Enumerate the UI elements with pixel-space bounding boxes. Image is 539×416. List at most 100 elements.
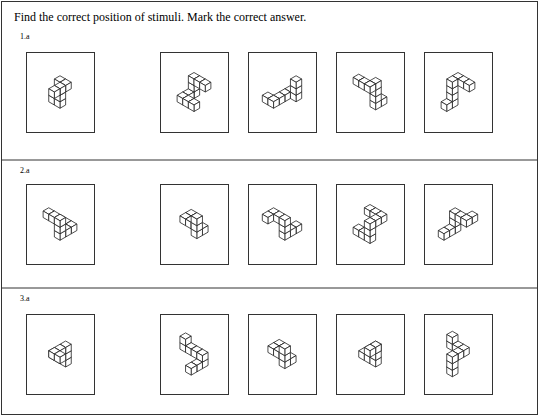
cube-face	[376, 218, 382, 228]
cube-face	[191, 216, 197, 226]
cube-face	[177, 95, 183, 105]
option-frame	[425, 315, 493, 395]
cube-face	[364, 348, 370, 358]
cube-face	[202, 226, 208, 236]
cube-figure	[43, 208, 77, 241]
cube-face	[49, 214, 55, 224]
cube-face	[464, 82, 470, 92]
cube-face	[183, 99, 189, 109]
cube-figures	[27, 53, 493, 395]
cube-figure	[262, 208, 301, 241]
cube-face	[60, 218, 66, 228]
cube-face	[191, 349, 197, 359]
option-frame	[249, 53, 317, 133]
option-frame	[249, 185, 317, 265]
cube-face	[359, 81, 365, 91]
option-frame	[337, 315, 405, 395]
cube-figure	[49, 76, 72, 109]
cube-face	[191, 365, 197, 375]
cube-figure	[180, 333, 208, 375]
cube-face	[447, 335, 453, 345]
cube-face	[370, 221, 376, 231]
cube-figure	[441, 73, 475, 112]
cube-face	[194, 102, 200, 112]
cube-face	[274, 99, 280, 109]
cube-face	[472, 214, 478, 224]
option-frame	[249, 315, 317, 395]
cube-face	[359, 351, 365, 361]
cube-face	[376, 81, 382, 91]
cube-figure	[353, 205, 387, 244]
cube-face	[197, 216, 203, 226]
cube-face	[66, 82, 72, 92]
row-divider	[2, 160, 538, 161]
cube-face	[262, 214, 268, 224]
option-frame	[161, 315, 229, 395]
cube-face	[364, 221, 370, 231]
option-frame	[161, 185, 229, 265]
cube-face	[353, 227, 359, 237]
cube-face	[60, 86, 66, 96]
cube-face	[268, 214, 274, 224]
cube-face	[466, 218, 472, 228]
cube-face	[194, 79, 200, 89]
cube-face	[450, 227, 456, 237]
option-frame	[337, 53, 405, 133]
cube-face	[279, 218, 285, 228]
cube-face	[469, 82, 475, 92]
cube-face	[452, 79, 458, 89]
cube-face	[200, 82, 206, 92]
cube-face	[450, 211, 456, 221]
stimulus-frame	[27, 53, 95, 133]
cube-face	[186, 365, 192, 375]
cube-figure	[447, 331, 470, 377]
cube-face	[461, 218, 467, 228]
cube-face	[285, 92, 291, 102]
cube-face	[54, 354, 60, 364]
cube-face	[262, 95, 268, 105]
cube-face	[274, 214, 280, 224]
cube-figure	[262, 76, 301, 109]
cube-figure	[177, 73, 211, 112]
cube-face	[71, 224, 77, 234]
cube-face	[49, 89, 55, 99]
cube-face	[60, 354, 66, 364]
cube-face	[458, 351, 464, 361]
cube-face	[452, 335, 458, 345]
cube-face	[447, 102, 453, 112]
cube-face	[180, 216, 186, 226]
cube-face	[370, 84, 376, 94]
cube-figure	[359, 341, 382, 367]
cube-face	[186, 346, 192, 356]
item-number: 1.a	[20, 32, 30, 41]
cube-face	[66, 227, 72, 237]
cube-face	[455, 214, 461, 224]
cube-face	[296, 224, 302, 234]
cube-face	[290, 356, 296, 366]
cube-face	[381, 214, 387, 224]
cube-face	[205, 82, 211, 92]
cube-face	[438, 231, 444, 241]
cube-face	[268, 99, 274, 109]
stimulus-frame	[27, 315, 95, 395]
item-number: 2.a	[20, 166, 30, 175]
cube-face	[452, 354, 458, 364]
cube-face	[43, 211, 49, 221]
cube-face	[49, 351, 55, 361]
cube-face	[279, 95, 285, 105]
cube-face	[274, 349, 280, 359]
cube-face	[66, 344, 72, 354]
cube-face	[180, 336, 186, 346]
option-frame	[161, 53, 229, 133]
cube-figure	[180, 209, 208, 238]
cube-face	[370, 348, 376, 358]
cube-face	[188, 102, 194, 112]
cube-face	[279, 346, 285, 356]
cube-face	[376, 344, 382, 354]
cube-face	[54, 218, 60, 228]
item-number: 3.a	[20, 294, 30, 303]
option-frame	[337, 185, 405, 265]
cube-face	[381, 97, 387, 107]
cube-figure	[268, 339, 296, 368]
